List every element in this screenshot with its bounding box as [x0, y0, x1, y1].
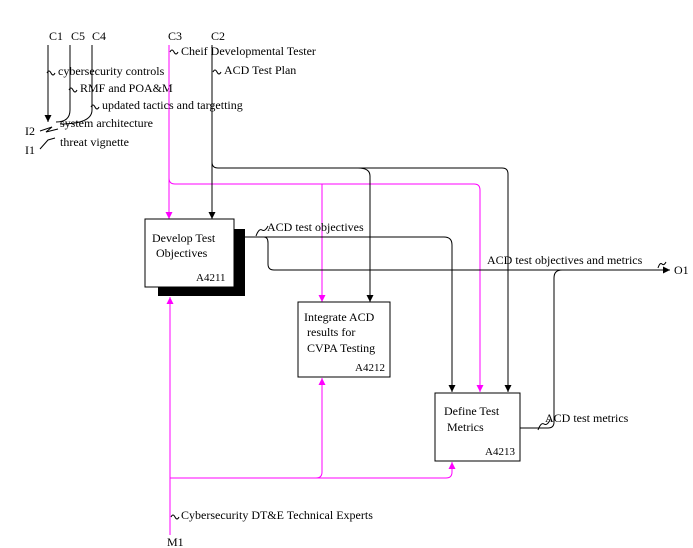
leader-acd-test-plan: [212, 69, 222, 75]
label-updated-tactics: updated tactics and targetting: [102, 98, 243, 112]
activity-box-a4211[interactable]: Develop Test Objectives A4211: [144, 218, 245, 296]
label-threat-vignette: threat vignette: [60, 135, 129, 149]
activity-box-a4212[interactable]: Integrate ACD results for CVPA Testing A…: [297, 301, 391, 378]
label-cybersecurity-controls: cybersecurity controls: [58, 64, 165, 78]
label-chief-dev-tester: Cheif Developmental Tester: [181, 44, 316, 58]
activity-title-line: results for: [307, 325, 355, 339]
box-frame: [297, 301, 391, 378]
box-frame: [144, 218, 235, 288]
box-frame: [434, 392, 521, 462]
leader-acd-test-objectives-metrics: [657, 261, 667, 269]
activity-title-line: Metrics: [447, 420, 484, 434]
control-label-c1: C1: [49, 29, 63, 43]
activity-number: A4212: [355, 362, 385, 374]
mechanism-label-m1: M1: [167, 535, 184, 548]
input-label-i2: I2: [25, 124, 35, 138]
activity-title-line: CVPA Testing: [307, 341, 375, 355]
activity-title-line: Integrate ACD: [304, 310, 375, 324]
leader-chief-dev-tester: [169, 49, 179, 55]
leader-acd-test-objectives: [255, 225, 269, 237]
input-label-i1: I1: [25, 143, 35, 157]
label-acd-test-objectives-metrics: ACD test objectives and metrics: [487, 253, 643, 267]
control-label-c2: C2: [211, 29, 225, 43]
label-acd-test-metrics: ACD test metrics: [545, 411, 629, 425]
control-c3-arrows: [165, 45, 484, 392]
label-acd-test-plan: ACD Test Plan: [224, 63, 296, 77]
label-rmf-poam: RMF and POA&M: [80, 81, 173, 95]
output-label-o1: O1: [674, 263, 689, 277]
leader-cybersecurity-controls: [46, 70, 56, 76]
leader-rmf: [68, 87, 78, 93]
leader-updated-tactics: [90, 104, 100, 110]
activity-title-line: Define Test: [444, 404, 500, 418]
activity-number: A4213: [485, 446, 515, 458]
activity-box-a4213[interactable]: Define Test Metrics A4213: [434, 392, 521, 462]
label-system-architecture: system architecture: [60, 116, 153, 130]
mechanism-m1-arrows: [166, 297, 456, 535]
control-bundle-left: [39, 45, 93, 150]
label-cyber-experts: Cybersecurity DT&E Technical Experts: [181, 508, 373, 522]
activity-title-line: Objectives: [156, 246, 208, 260]
control-c2-arrows: [208, 45, 512, 392]
activity-title-line: Develop Test: [152, 231, 216, 245]
leader-acd-test-metrics: [537, 419, 551, 431]
label-acd-test-objectives: ACD test objectives: [267, 220, 364, 234]
control-label-c3: C3: [168, 29, 182, 43]
activity-number: A4211: [196, 272, 226, 284]
leader-cyber-experts: [170, 514, 180, 520]
control-label-c5: C5: [71, 29, 85, 43]
output-arrows: [234, 236, 670, 429]
control-label-c4: C4: [92, 29, 106, 43]
